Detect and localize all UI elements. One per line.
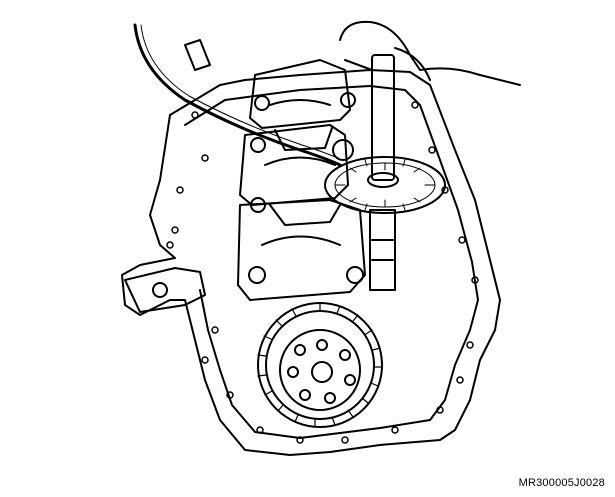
degree-wheel-ticks <box>334 159 436 211</box>
main-bearing-cap-rear <box>249 59 351 129</box>
dial-gauge-tip <box>332 139 354 161</box>
sprocket-teeth <box>257 302 383 428</box>
main-bearing-cap-front <box>237 199 366 301</box>
main-bearing-cap-center <box>239 124 349 206</box>
crankshaft-journal <box>261 99 341 246</box>
engine-block-outline <box>121 69 501 456</box>
crankshaft-web <box>269 127 341 226</box>
sprocket-holes <box>287 339 356 404</box>
mounting-tab <box>124 267 206 313</box>
socket-head <box>367 172 399 188</box>
degree-wheel <box>324 156 446 214</box>
crank-pulley-bolt <box>369 209 396 291</box>
crankshaft-sprocket-root <box>265 310 375 420</box>
crankshaft-sprocket <box>257 302 383 428</box>
dial-gauge-cable <box>133 23 342 167</box>
bearing-cap-bolts <box>248 92 364 284</box>
crankshaft-sprocket-hub <box>279 329 361 411</box>
technician-hand <box>339 20 521 86</box>
figure-code: MR300005J0028 <box>518 477 605 489</box>
block-inner-rim <box>184 85 479 439</box>
socket-extension <box>371 54 395 181</box>
magnetic-base <box>184 39 211 71</box>
block-bolt-holes <box>166 101 479 444</box>
dial-gauge-cable-inner <box>140 24 343 161</box>
mounting-tab-hole <box>152 282 168 298</box>
crankshaft-sprocket-center <box>311 361 333 383</box>
